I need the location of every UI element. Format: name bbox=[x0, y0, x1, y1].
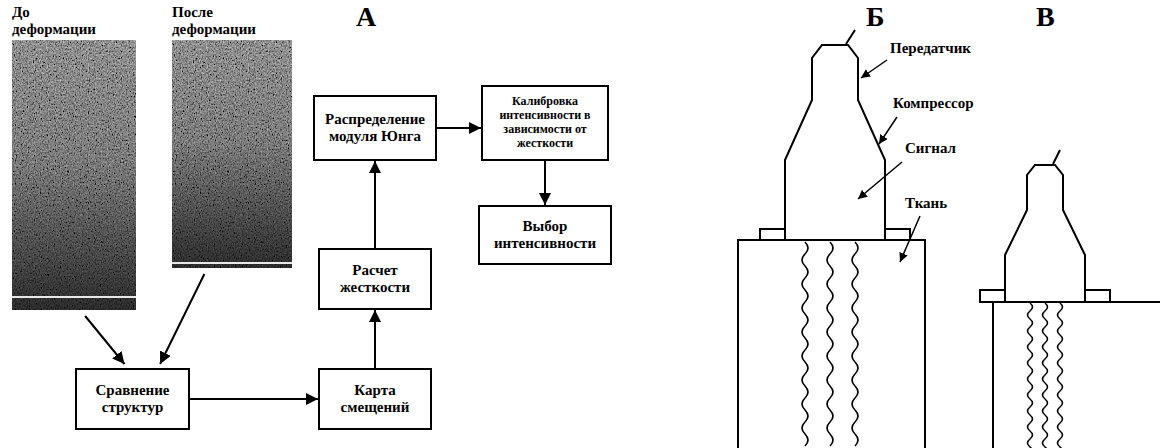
part-label: Передатчик bbox=[890, 40, 971, 57]
ultrasound-image: До деформации bbox=[12, 4, 136, 310]
panel-letter: В bbox=[1036, 2, 1055, 33]
signal-waves bbox=[802, 242, 858, 446]
process-box: Сравнение структур bbox=[75, 368, 190, 430]
compressor-pad bbox=[980, 290, 1005, 302]
flow-arrow bbox=[190, 398, 318, 400]
box-text: Выбор интенсивности bbox=[486, 218, 604, 253]
process-box: Калибровка интенсивности в зависимости о… bbox=[481, 85, 609, 161]
compressor-pad bbox=[1085, 290, 1110, 302]
flow-arrow bbox=[437, 127, 481, 129]
image-caption: До деформации bbox=[12, 4, 108, 40]
ultrasound-scan bbox=[172, 40, 292, 268]
transducer-body bbox=[1005, 165, 1085, 302]
panel-letter: Б bbox=[866, 2, 885, 33]
part-label: Сигнал bbox=[905, 140, 956, 157]
box-text: Калибровка интенсивности в зависимости о… bbox=[489, 95, 601, 150]
transducer-body bbox=[785, 45, 885, 240]
flow-arrow bbox=[160, 274, 204, 364]
tissue-block bbox=[993, 302, 1160, 448]
signal-waves bbox=[1028, 303, 1063, 448]
box-text: Распределение модуля Юнга bbox=[321, 111, 429, 146]
compressor-pad bbox=[885, 229, 910, 240]
flow-arrow bbox=[544, 161, 546, 205]
ultrasound-image: После деформации bbox=[172, 4, 292, 268]
transducer-cable bbox=[1053, 150, 1060, 164]
transducer-cable bbox=[846, 30, 855, 44]
flow-arrow bbox=[374, 310, 376, 368]
compressor-pad bbox=[760, 229, 785, 240]
box-text: Сравнение структур bbox=[83, 382, 182, 417]
process-box: Распределение модуля Юнга bbox=[313, 95, 437, 161]
process-box: Выбор интенсивности bbox=[478, 205, 612, 265]
panel-letter: А bbox=[356, 2, 376, 33]
flow-arrow bbox=[374, 161, 376, 248]
flow-arrow bbox=[85, 316, 124, 364]
box-text: Карта смещений bbox=[326, 382, 424, 417]
process-box: Карта смещений bbox=[318, 368, 432, 430]
image-caption: После деформации bbox=[172, 4, 282, 40]
box-text: Расчет жесткости bbox=[326, 262, 424, 297]
tissue-block bbox=[738, 240, 925, 448]
ultrasound-scan bbox=[12, 40, 136, 310]
probe-compressed bbox=[980, 150, 1160, 448]
part-label: Компрессор bbox=[893, 95, 974, 112]
leader-lines bbox=[858, 60, 920, 262]
probe-uncompressed bbox=[738, 30, 925, 448]
process-box: Расчет жесткости bbox=[318, 248, 432, 310]
part-label: Ткань bbox=[905, 195, 947, 212]
